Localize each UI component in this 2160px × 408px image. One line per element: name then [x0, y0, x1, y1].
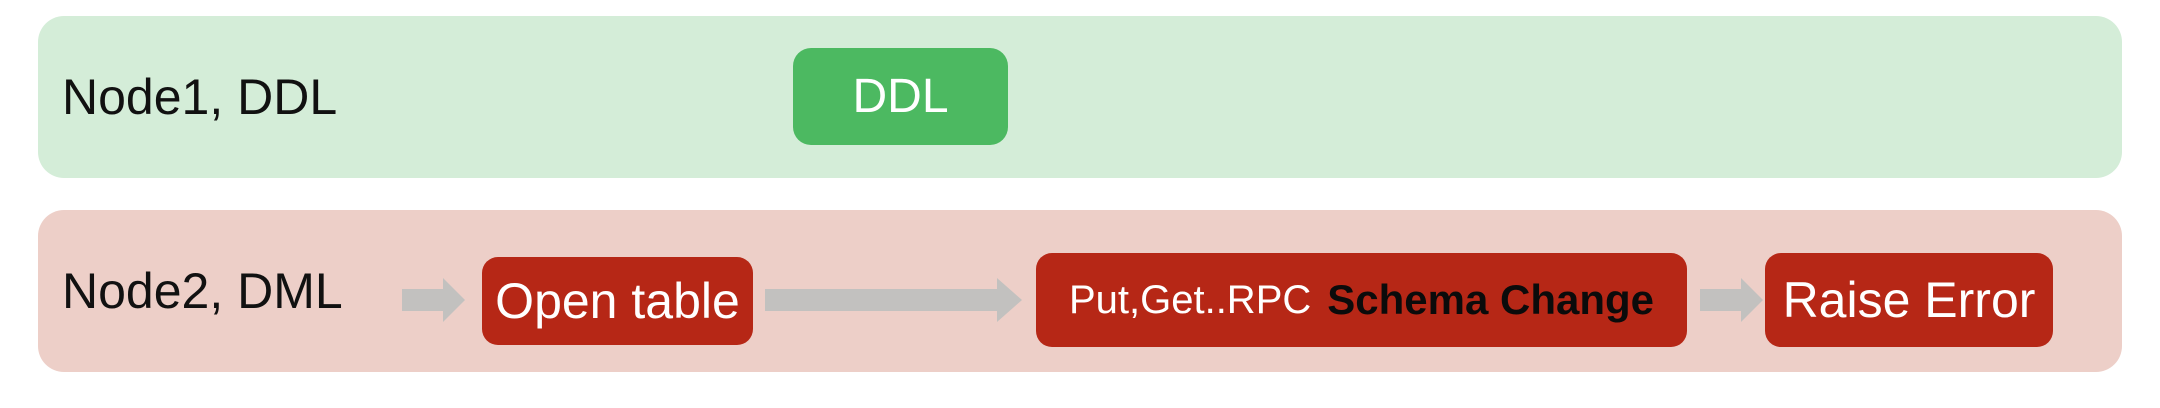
lane-node2-label: Node2, DML [62, 263, 343, 319]
flow-arrow-tail [765, 289, 997, 311]
lane-node2-dml: Node2, DML Open table Put,Get..RPC Schem… [38, 210, 2122, 372]
rpc-label: Put,Get..RPC [1068, 277, 1312, 322]
flow-arrow-icon [765, 278, 1022, 322]
open-table-node: Open table [482, 257, 753, 345]
ddl-node: DDL [793, 48, 1008, 145]
raise-error-node: Raise Error [1765, 253, 2053, 347]
lane-node1-label: Node1, DDL [62, 69, 338, 125]
flow-arrow-head [443, 278, 465, 322]
flow-arrow-icon [1700, 278, 1763, 322]
schema-change-label: Schema Change [1327, 276, 1655, 323]
flow-arrow-head [1741, 278, 1763, 322]
rpc-schema-change-node: Put,Get..RPC Schema Change [1036, 253, 1687, 347]
lane-node1-ddl: Node1, DDL DDL [38, 16, 2122, 178]
flow-arrow-head [997, 278, 1022, 322]
flow-arrow-tail [1700, 289, 1741, 311]
flow-arrow-icon [402, 278, 465, 322]
flow-arrow-tail [402, 289, 443, 311]
